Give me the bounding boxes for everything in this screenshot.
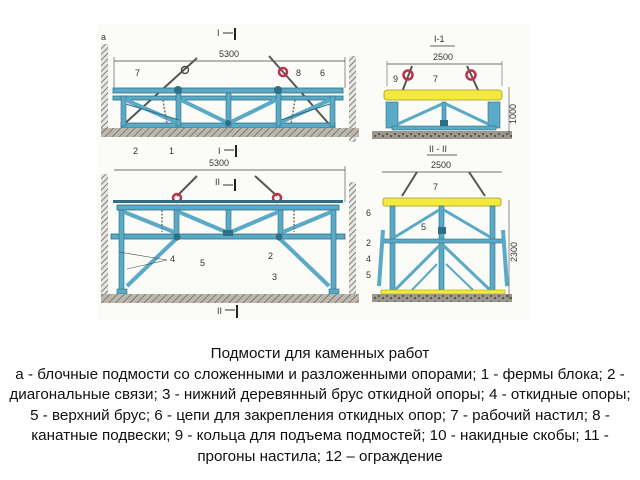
callout-2: 2 bbox=[133, 146, 138, 156]
section-mark-ii-bottom: II bbox=[217, 306, 222, 316]
dimension-5300-a: 5300 bbox=[219, 49, 239, 59]
scaffold-diagram: a I 5300 bbox=[97, 24, 529, 320]
dimension-1000: 1000 bbox=[508, 104, 518, 124]
callout-7b: 7 bbox=[433, 74, 438, 84]
callout-1: 1 bbox=[169, 146, 174, 156]
callout-3: 3 bbox=[272, 272, 277, 282]
dimension-2300: 2300 bbox=[509, 242, 519, 262]
section-2-2: II - II 2500 2300 7 6 5 2 4 5 bbox=[366, 144, 519, 302]
callout-2b: 2 bbox=[268, 251, 273, 261]
caption-body: а - блочные подмости со сложенными и раз… bbox=[9, 365, 631, 465]
callout-2c: 2 bbox=[366, 238, 371, 248]
section-1-1: I-1 2500 1000 9 7 bbox=[372, 34, 518, 139]
figure-caption: Подмости для каменных работ а - блочные … bbox=[0, 344, 640, 468]
view-a-unfolded: 5300 II 4 5 bbox=[101, 158, 359, 318]
callout-7c: 7 bbox=[433, 182, 438, 192]
callout-4: 4 bbox=[170, 254, 175, 264]
section-title-1-1: I-1 bbox=[434, 34, 445, 44]
callout-9: 9 bbox=[393, 74, 398, 84]
dimension-2500-top: 2500 bbox=[433, 52, 453, 62]
callout-7: 7 bbox=[135, 68, 140, 78]
caption-title: Подмости для каменных работ bbox=[210, 345, 430, 362]
section-title-2-2: II - II bbox=[429, 144, 447, 154]
section-mark-ii-top: II bbox=[215, 177, 220, 187]
dimension-5300-a2: 5300 bbox=[209, 158, 229, 168]
section-mark-i-top: I bbox=[217, 28, 220, 38]
view-letter-a: a bbox=[101, 32, 106, 42]
view-a-folded: a I 5300 bbox=[101, 28, 359, 157]
callout-5c: 5 bbox=[366, 270, 371, 280]
dimension-2500-bottom: 2500 bbox=[431, 160, 451, 170]
callout-5: 5 bbox=[200, 258, 205, 268]
callout-5b: 5 bbox=[421, 222, 426, 232]
section-mark-i-bottom: I bbox=[218, 146, 221, 156]
callout-4b: 4 bbox=[366, 254, 371, 264]
callout-6: 6 bbox=[320, 68, 325, 78]
callout-8: 8 bbox=[296, 68, 301, 78]
callout-6b: 6 bbox=[366, 208, 371, 218]
